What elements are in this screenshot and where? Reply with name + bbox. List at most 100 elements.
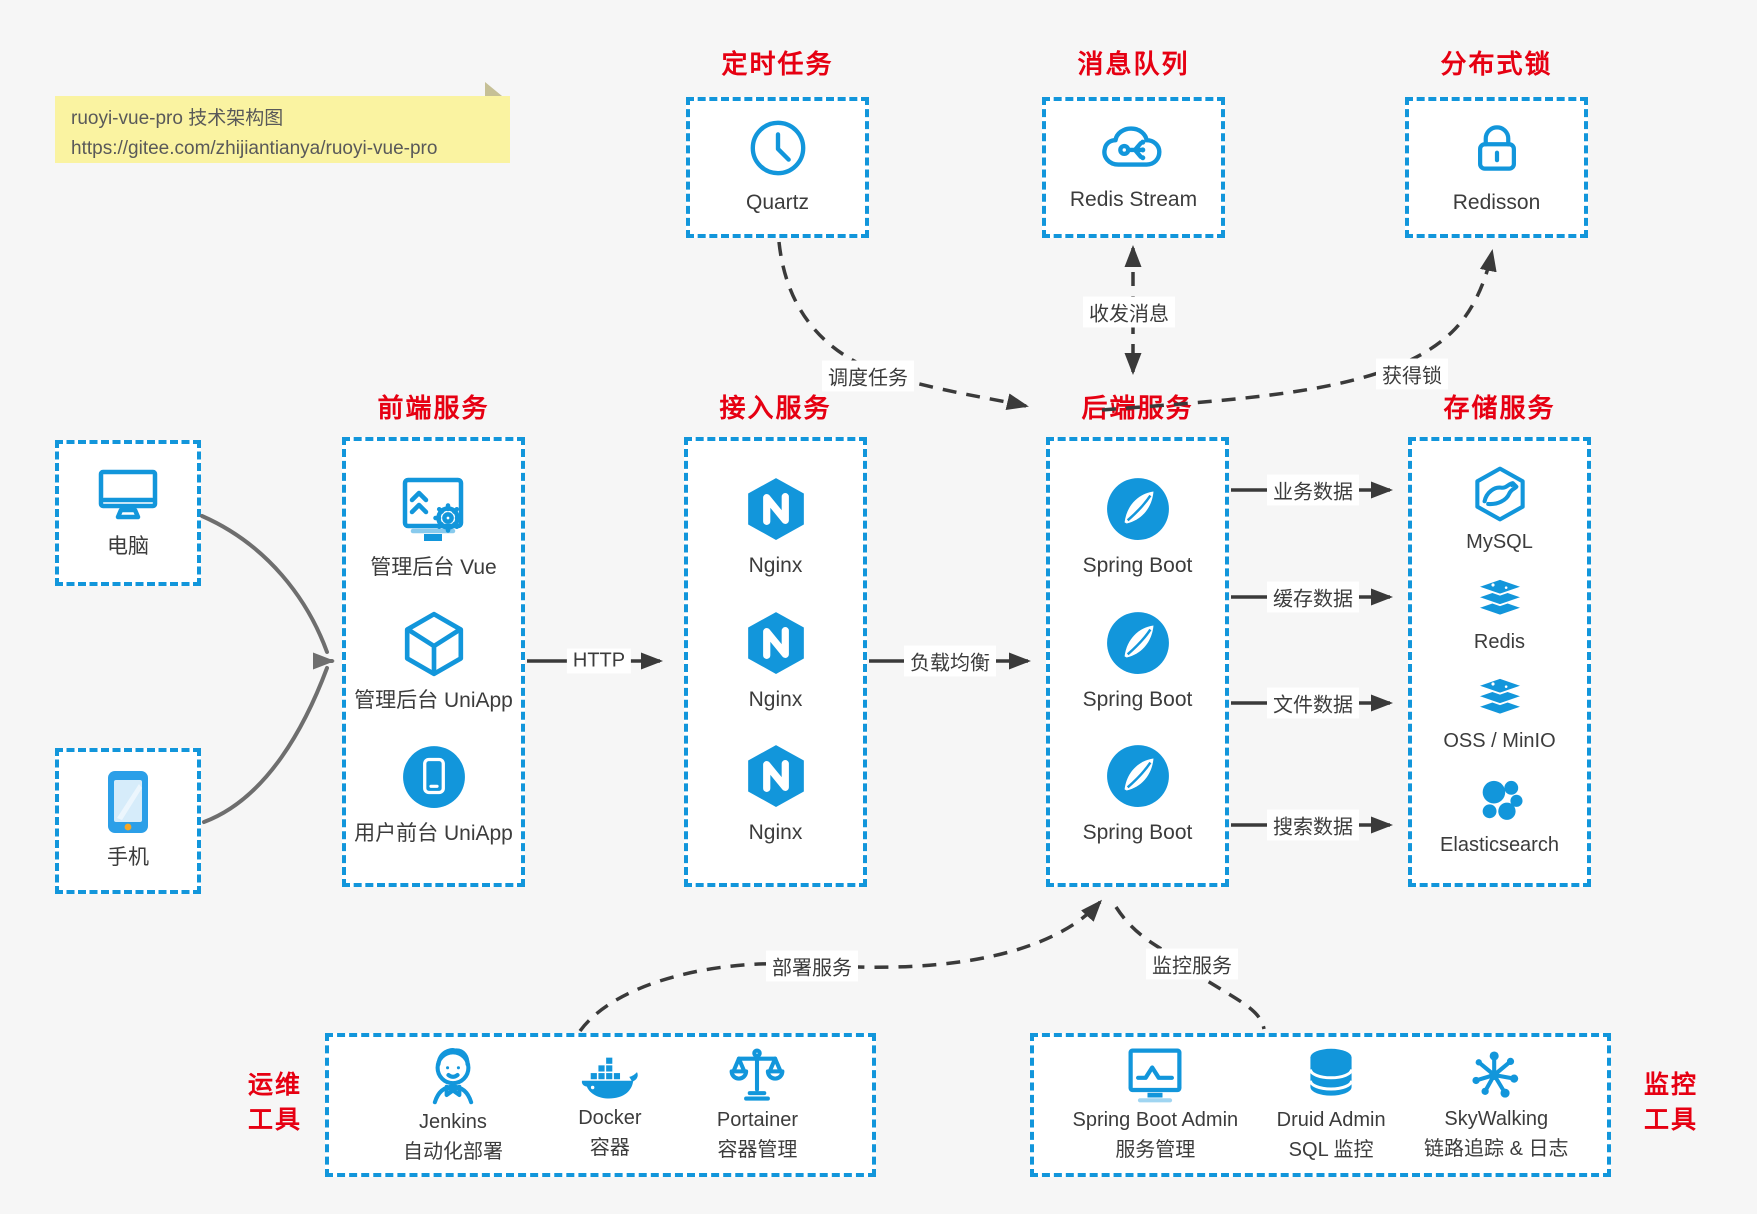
note-title: ruoyi-vue-pro 技术架构图 — [71, 108, 284, 129]
node-label: Redis Stream — [1069, 188, 1198, 212]
sticky-note: ruoyi-vue-pro 技术架构图 https://gitee.com/zh… — [55, 82, 510, 163]
monitoring-title-line1: 监控 — [1643, 1071, 1698, 1099]
box-frontend-services: 管理后台 Vue 管理后台 UniApp 用户前台 UniApp — [342, 437, 525, 887]
docker-icon — [581, 1057, 638, 1099]
node-sublabel: SQL 监控 — [1288, 1139, 1374, 1161]
spring-boot-icon — [1106, 745, 1169, 808]
node-label: Quartz — [745, 191, 810, 215]
node-redisson: Redisson — [1452, 117, 1541, 217]
ops-title-line2: 工具 — [247, 1106, 302, 1134]
edge-label-lock: 获得锁 — [1376, 358, 1448, 390]
phone-icon — [108, 770, 148, 833]
edge-label-cache-data: 缓存数据 — [1267, 581, 1359, 613]
node-elasticsearch: Elasticsearch — [1440, 774, 1559, 859]
node-label: Elasticsearch — [1440, 833, 1559, 856]
box-redis-stream: Redis Stream — [1042, 97, 1225, 238]
node-druid: Druid Admin SQL 监控 — [1277, 1046, 1386, 1164]
spring-boot-icon — [1106, 478, 1169, 541]
box-desktop-client: 电脑 — [55, 440, 201, 586]
node-label: Jenkins — [419, 1111, 487, 1133]
column-title-storage: 存储服务 — [1443, 393, 1556, 423]
edge-label-search-data: 搜索数据 — [1267, 809, 1359, 841]
lock-icon — [1477, 125, 1516, 172]
node-sublabel: 容器管理 — [717, 1139, 798, 1161]
node-nginx-2: Nginx — [743, 610, 809, 714]
node-label: OSS / MinIO — [1443, 730, 1556, 753]
ops-tools-title: 运维 工具 — [232, 1068, 318, 1138]
node-mobile: 手机 — [105, 770, 151, 872]
jenkins-icon — [432, 1048, 474, 1105]
user-uniapp-icon — [402, 745, 465, 808]
note-url: https://gitee.com/zhijiantianya/ruoyi-vu… — [71, 138, 438, 160]
node-label: Docker — [578, 1107, 642, 1129]
mysql-icon — [1474, 466, 1525, 522]
gear-icon — [433, 502, 464, 533]
edge-label-message: 收发消息 — [1083, 296, 1175, 328]
skywalking-icon — [1472, 1051, 1519, 1098]
node-label: Spring Boot Admin — [1072, 1109, 1239, 1131]
node-user-uniapp: 用户前台 UniApp — [354, 744, 513, 848]
box-storage-services: MySQL Redis OSS / MinIO — [1408, 437, 1591, 887]
edge-label-business-data: 业务数据 — [1267, 474, 1359, 506]
node-label: Nginx — [748, 821, 803, 845]
node-sublabel: 链路追踪 & 日志 — [1424, 1138, 1569, 1160]
node-label: 手机 — [107, 845, 149, 869]
node-sublabel: 服务管理 — [1115, 1139, 1196, 1161]
node-label: Redisson — [1452, 191, 1541, 215]
node-nginx-1: Nginx — [743, 476, 809, 580]
node-label: 电脑 — [107, 534, 149, 558]
box-monitoring-tools: Spring Boot Admin 服务管理 Druid Admin SQL 监… — [1030, 1033, 1611, 1177]
node-docker: Docker 容器 — [577, 1048, 643, 1162]
ops-title-line1: 运维 — [247, 1071, 302, 1099]
edge-label-deploy: 部署服务 — [766, 950, 858, 982]
druid-icon — [1309, 1048, 1354, 1096]
node-redis: Redis — [1472, 575, 1528, 656]
monitoring-tools-title: 监控 工具 — [1628, 1068, 1714, 1138]
node-spring-boot-admin: Spring Boot Admin 服务管理 — [1072, 1046, 1238, 1164]
box-quartz: Quartz — [686, 97, 869, 238]
node-label: 用户前台 UniApp — [354, 821, 513, 845]
edge-label-load-balance: 负载均衡 — [904, 645, 996, 677]
node-label: MySQL — [1466, 531, 1533, 554]
node-jenkins: Jenkins 自动化部署 — [403, 1044, 503, 1166]
node-nginx-3: Nginx — [743, 743, 809, 847]
nginx-icon — [747, 478, 804, 541]
node-label: Nginx — [748, 554, 803, 578]
client-arrows — [200, 514, 335, 824]
group-title-distributed-lock: 分布式锁 — [1440, 49, 1553, 79]
desktop-icon — [98, 469, 158, 520]
node-desktop: 电脑 — [96, 465, 160, 561]
group-title-scheduled-tasks: 定时任务 — [721, 49, 834, 79]
edge-label-http: HTTP — [566, 648, 632, 674]
box-redisson: Redisson — [1405, 97, 1588, 238]
node-label: Spring Boot — [1082, 687, 1193, 711]
monitoring-title-line2: 工具 — [1643, 1106, 1698, 1134]
group-title-message-queue: 消息队列 — [1077, 49, 1190, 79]
clock-icon — [750, 120, 805, 176]
node-sublabel: 容器 — [589, 1137, 630, 1159]
node-spring-boot-3: Spring Boot — [1083, 743, 1192, 847]
nginx-icon — [747, 745, 804, 808]
node-label: 管理后台 UniApp — [354, 688, 513, 712]
node-label: Spring Boot — [1082, 554, 1193, 578]
box-mobile-client: 手机 — [55, 748, 201, 894]
spring-boot-icon — [1106, 611, 1169, 674]
node-spring-boot-2: Spring Boot — [1082, 610, 1193, 714]
node-quartz: Quartz — [746, 117, 809, 217]
node-label: Druid Admin — [1276, 1109, 1386, 1131]
column-title-backend: 后端服务 — [1081, 393, 1194, 423]
edge-label-monitor: 监控服务 — [1146, 948, 1238, 980]
node-mysql: MySQL — [1466, 465, 1533, 556]
node-label: Nginx — [748, 687, 803, 711]
node-redis-stream: Redis Stream — [1070, 120, 1197, 214]
admin-vue-icon — [403, 477, 464, 541]
node-admin-uniapp: 管理后台 UniApp — [354, 611, 513, 715]
node-label: Redis — [1473, 630, 1526, 653]
redis-stack-icon — [1473, 577, 1526, 617]
elasticsearch-icon — [1482, 780, 1523, 820]
node-skywalking: SkyWalking 链路追踪 & 日志 — [1424, 1047, 1569, 1163]
nginx-icon — [747, 611, 804, 674]
node-spring-boot-1: Spring Boot — [1082, 476, 1193, 580]
node-label: Portainer — [716, 1109, 799, 1131]
